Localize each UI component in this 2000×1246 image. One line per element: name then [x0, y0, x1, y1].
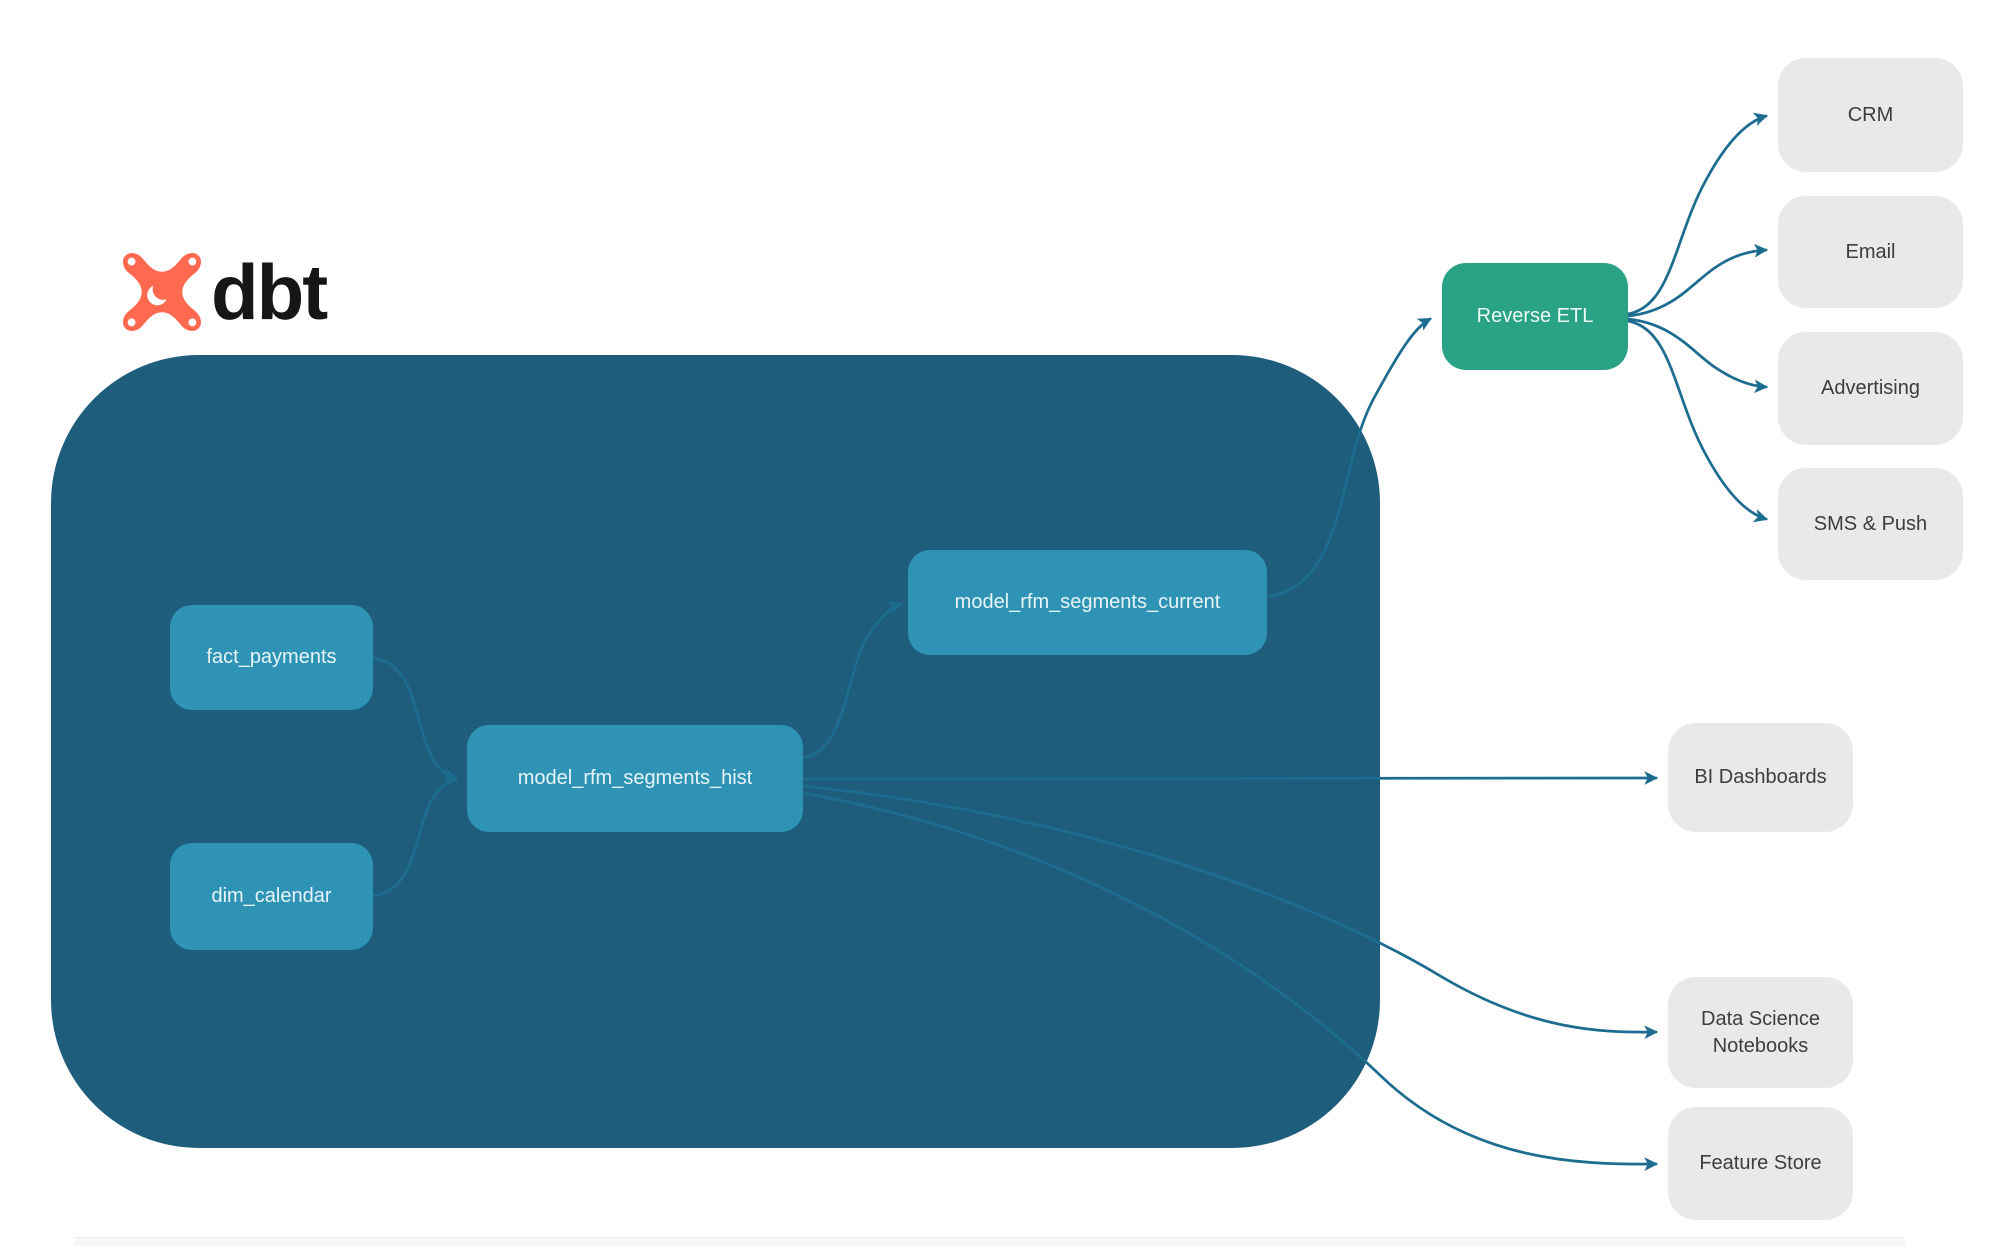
node-model-rfm-segments-hist-label: model_rfm_segments_hist	[517, 767, 753, 789]
node-dim-calendar-label: dim_calendar	[211, 885, 332, 907]
node-fact-payments: fact_payments	[170, 605, 373, 710]
edge-reverse-etl-to-sms-push	[1626, 319, 1768, 523]
edge-reverse-etl-to-advertising	[1626, 317, 1769, 394]
node-data-science-notebooks: Data Science Notebooks	[1668, 977, 1853, 1088]
node-model-rfm-segments-current-label: model_rfm_segments_current	[954, 591, 1221, 613]
node-bi-dashboards: BI Dashboards	[1668, 723, 1853, 832]
node-data-science-notebooks-label: Data Science Notebooks	[1701, 1007, 1820, 1057]
brand-wordmark: dbt	[211, 248, 328, 336]
node-advertising: Advertising	[1778, 332, 1963, 445]
node-crm: CRM	[1778, 58, 1963, 172]
node-sms-push-label: SMS & Push	[1813, 512, 1928, 535]
node-email: Email	[1778, 196, 1963, 308]
node-model-rfm-segments-hist: model_rfm_segments_hist	[467, 725, 803, 832]
node-feature-store: Feature Store	[1668, 1107, 1853, 1220]
edge-reverse-etl-to-email	[1626, 243, 1769, 318]
node-reverse-etl: Reverse ETL	[1442, 263, 1628, 370]
node-email-label: Email	[1845, 240, 1896, 263]
edge-reverse-etl-to-crm	[1626, 112, 1768, 316]
node-bi-dashboards-label: BI Dashboards	[1694, 766, 1827, 788]
dbt-logo-icon	[123, 253, 201, 331]
node-model-rfm-segments-current: model_rfm_segments_current	[908, 550, 1267, 655]
node-fact-payments-label: fact_payments	[206, 646, 337, 668]
brand-logo: dbt	[123, 248, 328, 336]
node-reverse-etl-label: Reverse ETL	[1476, 305, 1594, 327]
node-crm-label: CRM	[1847, 103, 1894, 126]
node-advertising-label: Advertising	[1821, 377, 1920, 399]
node-feature-store-label: Feature Store	[1699, 1152, 1822, 1174]
bottom-page-edge	[75, 1237, 1905, 1246]
node-sms-push: SMS & Push	[1778, 468, 1963, 580]
node-dim-calendar: dim_calendar	[170, 843, 373, 950]
